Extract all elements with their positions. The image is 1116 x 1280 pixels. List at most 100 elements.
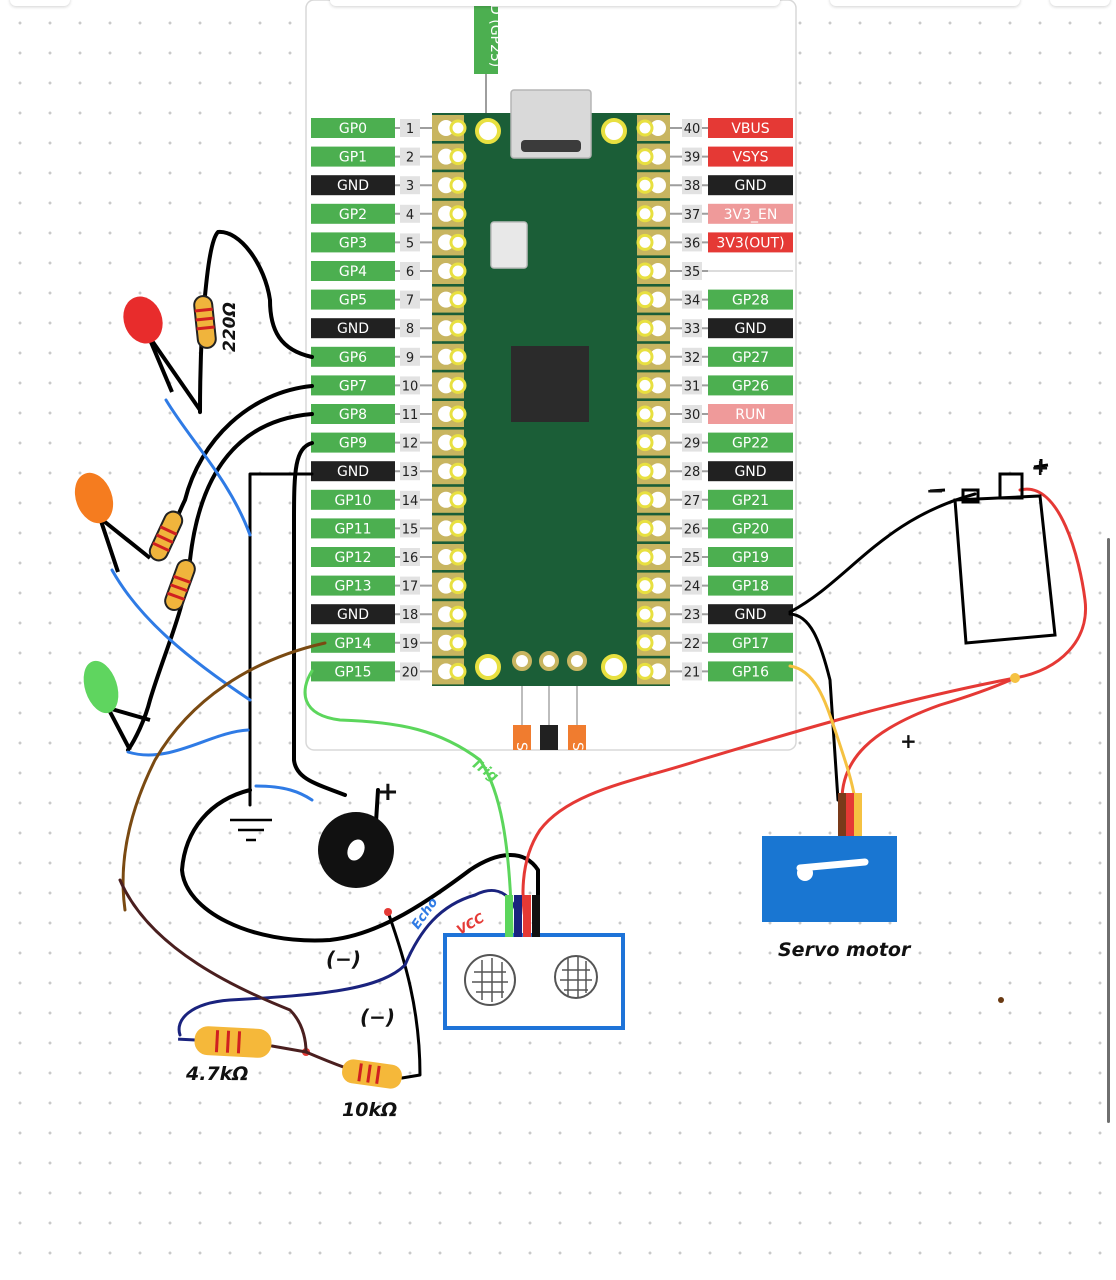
- pin-number: 9: [406, 351, 414, 366]
- toolbar-pill[interactable]: [330, 0, 780, 6]
- label-minus-1: (−): [326, 947, 361, 971]
- pin-badge: [708, 375, 793, 396]
- pin-badge: [708, 518, 793, 539]
- pin-badge: [311, 232, 395, 253]
- led-green: [83, 660, 151, 751]
- wire-servo-signal: [788, 664, 857, 802]
- pin-number: 27: [684, 494, 701, 509]
- label-10k-ohm: 10kΩ: [342, 1099, 397, 1121]
- pin-number: 40: [684, 122, 701, 137]
- label-servo-motor: Servo motor: [778, 939, 912, 961]
- pin-number: 11: [402, 408, 419, 423]
- wire-gnd-rail: [248, 472, 314, 807]
- led-orange: [74, 472, 152, 573]
- vertical-scrollbar[interactable]: [1107, 538, 1110, 1123]
- pin-row: 26 GP20: [670, 518, 793, 539]
- wire-ground-loop: [180, 788, 540, 943]
- pin-number: 26: [684, 522, 701, 537]
- pin-label: VBUS: [731, 121, 769, 137]
- wire-led-orange-to-gp7: [158, 384, 314, 554]
- pin-number: 34: [684, 294, 701, 309]
- pin-label: GND: [337, 607, 369, 623]
- pin-row: 37 3V3_EN: [670, 203, 793, 224]
- pin-number: 4: [406, 208, 414, 223]
- pin-label: GP22: [732, 436, 769, 452]
- pin-badge: [311, 518, 395, 539]
- pin-label: GP14: [334, 636, 371, 652]
- pin-number: 15: [402, 522, 419, 537]
- pin-label: GP13: [334, 579, 371, 595]
- wire-divider-brown: [118, 878, 348, 1070]
- resistor-led-orange: [148, 510, 184, 562]
- pin-label: GP17: [732, 636, 769, 652]
- buzzer: [318, 812, 394, 888]
- pin-number: 32: [684, 351, 701, 366]
- rp2040-chip: [511, 346, 589, 422]
- toolbar-pill[interactable]: [1050, 0, 1110, 6]
- ground-symbol: [230, 818, 272, 842]
- pin-label: GP9: [339, 436, 367, 452]
- pin-number: 25: [684, 551, 701, 566]
- pin-number: 10: [402, 379, 419, 394]
- pin-badge: [708, 461, 793, 482]
- pin-badge: [311, 175, 395, 196]
- resistor-10k: [342, 1059, 402, 1089]
- pin-label: GP20: [732, 521, 769, 537]
- pin-badge: [311, 289, 395, 310]
- pin-badge: [311, 261, 395, 281]
- wire-blue-4: [254, 784, 314, 802]
- debug-header: S S: [512, 651, 587, 751]
- pin-label: GP1: [339, 150, 367, 166]
- wire-gp9-to-buzzer: [292, 441, 347, 797]
- mount-hole: [475, 118, 501, 144]
- label-4-7k-ohm: 4.7kΩ: [185, 1063, 248, 1085]
- label-battery-plus: +: [1031, 456, 1049, 481]
- pin-badge: [311, 146, 395, 167]
- stray-dot: [998, 997, 1004, 1003]
- wire-divider-gnd: [386, 910, 422, 1080]
- wire-buzzer-plus: [374, 788, 380, 824]
- label-minus-2: (−): [360, 1005, 395, 1029]
- pin-number: 37: [684, 208, 701, 223]
- pin-number: 6: [406, 265, 414, 280]
- toolbar-pill[interactable]: [10, 0, 70, 6]
- pin-number: 2: [406, 151, 414, 166]
- pin-number: 39: [684, 151, 701, 166]
- pin-label: 3V3_EN: [724, 207, 778, 223]
- pin-row: 40 VBUS: [670, 118, 793, 138]
- pin-number: 22: [684, 637, 701, 652]
- pin-number: 8: [406, 322, 414, 337]
- led-pin-label: D (GP25): [487, 4, 503, 67]
- pin-badge: [311, 461, 395, 482]
- label-battery-minus: −: [926, 479, 944, 504]
- pin-badge: [311, 318, 395, 339]
- resistor-47k: [177, 1026, 272, 1058]
- pin-row: 22 GP17: [670, 632, 793, 653]
- wire-servo-gnd: [788, 612, 840, 802]
- led-pin-tag: [474, 0, 498, 74]
- pin-label: GP6: [339, 350, 367, 366]
- mount-hole: [475, 654, 501, 680]
- pin-number: 38: [684, 179, 701, 194]
- pin-number: 21: [684, 665, 701, 680]
- pin-number: 28: [684, 465, 701, 480]
- pin-label: GP3: [339, 235, 367, 251]
- pin-number: 7: [406, 294, 414, 309]
- label-buzzer-plus: +: [377, 777, 399, 807]
- pin-number: 3: [406, 179, 414, 194]
- pin-label: GP8: [339, 407, 367, 423]
- label-servo-plus: +: [900, 729, 917, 753]
- pin-row: 2 GP1: [311, 146, 432, 167]
- toolbar-pill[interactable]: [830, 0, 1020, 6]
- pin-badge: [311, 203, 395, 224]
- pin-row: 11 GP8: [311, 404, 432, 424]
